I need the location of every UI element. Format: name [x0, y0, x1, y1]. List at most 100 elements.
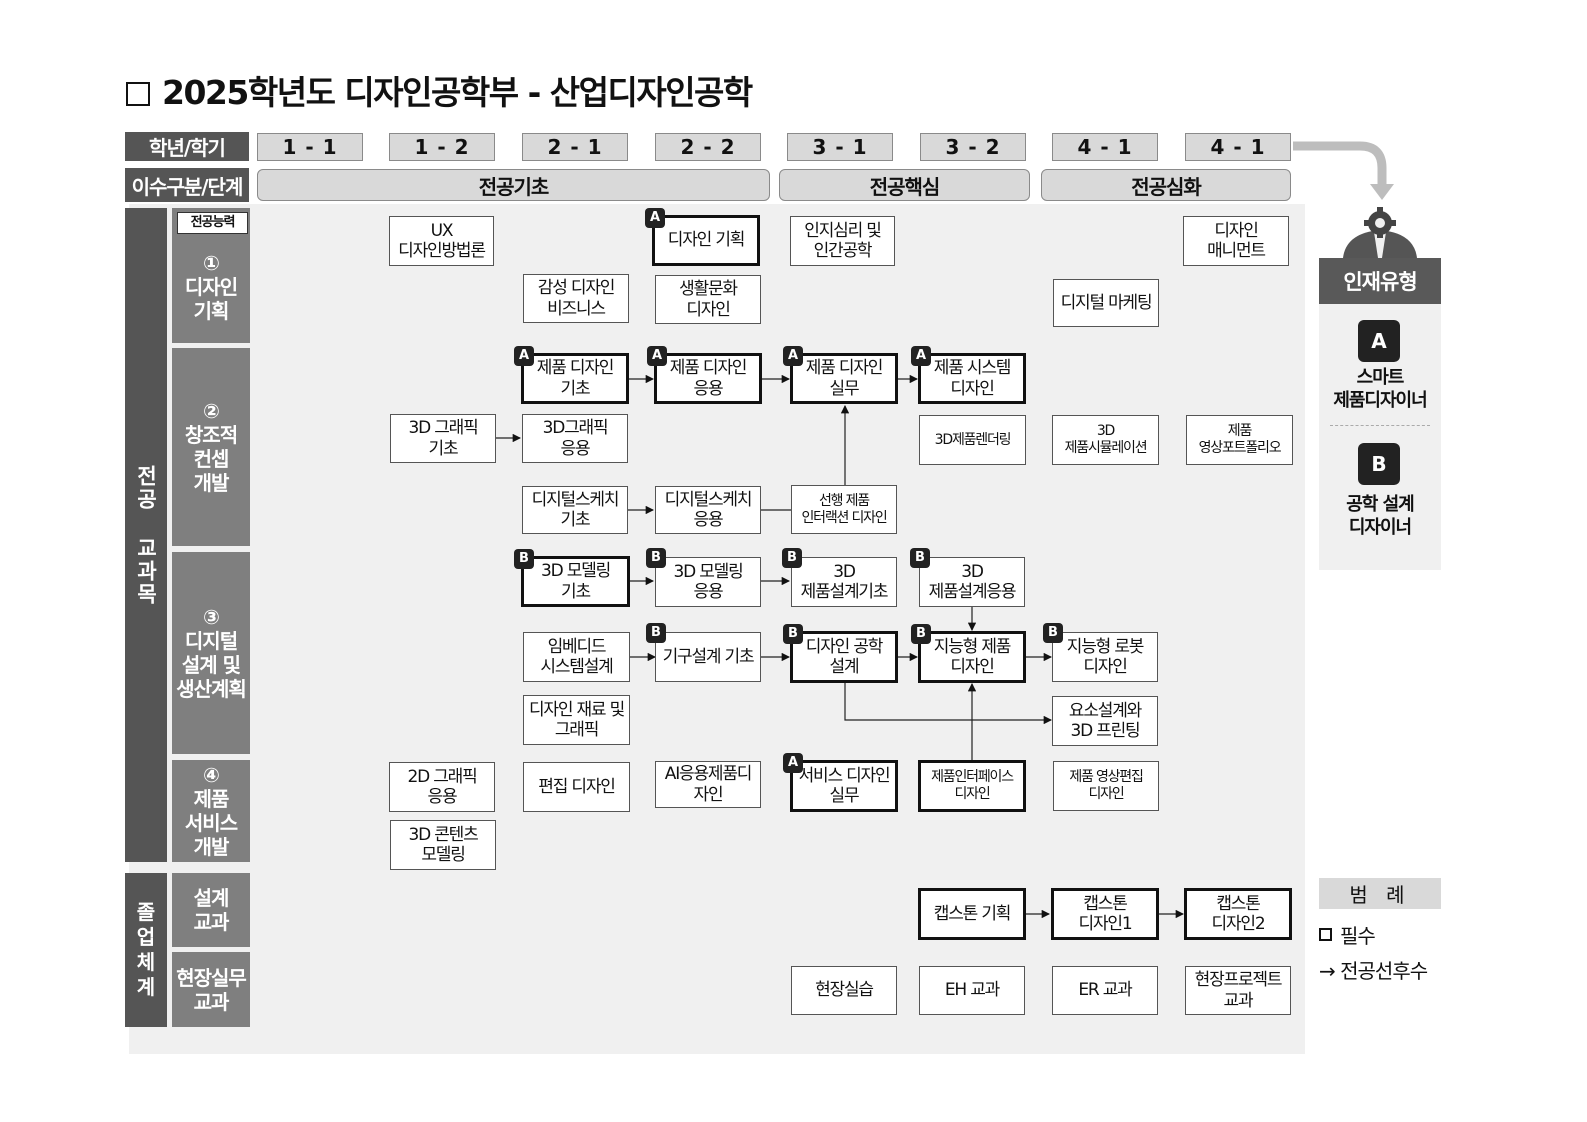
course-digital-sketch-app: 디지털스케치 응용	[655, 486, 761, 534]
legend-prerequisite: → 전공선후수	[1319, 955, 1428, 984]
course-name: 디자인 매니먼트	[1207, 220, 1266, 261]
category-digital-design: ③ 디지털 설계 및 생산계획	[172, 552, 250, 754]
course-name: 임베디드 시스템설계	[540, 636, 613, 677]
course-name: 디지털스케치 응용	[664, 489, 753, 530]
group-graduation-label: 졸업 체계	[136, 900, 156, 999]
category-line: 컨셉	[193, 447, 230, 471]
course-video-editing: 제품 영상편집 디자인	[1053, 761, 1159, 811]
talent-badge: A	[783, 346, 803, 366]
semester-2-1: 2 - 1	[522, 133, 628, 161]
course-name: 제품 영상포트폴리오	[1198, 423, 1282, 456]
category-line: 서비스	[184, 811, 238, 835]
course-eh: EH 교과	[919, 966, 1025, 1015]
group-major-label: 전공 교과목	[134, 464, 158, 606]
category-number: ③	[203, 605, 220, 629]
semester-4-1: 4 - 1	[1052, 133, 1158, 161]
course-digital-marketing: 디지털 마케팅	[1053, 279, 1159, 327]
connector-arrow	[844, 682, 1053, 725]
course-name: 3D 제품설계기초	[800, 561, 889, 602]
course-name: 지능형 로봇 디자인	[1066, 636, 1145, 677]
course-name: 감성 디자인 비즈니스	[537, 278, 616, 319]
category-number: ④	[203, 763, 220, 787]
talent-divider	[1330, 425, 1430, 426]
course-name: 생활문화 디자인	[679, 279, 738, 320]
course-name: 편집 디자인	[538, 776, 616, 797]
course-design-management: 디자인 매니먼트	[1183, 216, 1289, 266]
talent-badge: B	[1043, 623, 1063, 643]
course-name: 캡스톤 기획	[933, 903, 1012, 924]
course-name: 제품 시스템 디자인	[933, 358, 1012, 399]
course-name: 요소설계와 3D 프린팅	[1068, 700, 1142, 741]
category-creative-concept: ② 창조적 컨셉 개발	[172, 348, 250, 546]
talent-badge: A	[783, 753, 803, 773]
course-name: 3D 모델링 응용	[673, 561, 743, 602]
year-semester-label: 학년/학기	[125, 132, 249, 161]
talent-header: 인재유형	[1319, 258, 1441, 304]
course-3d-simulation: 3D 제품시뮬레이션	[1052, 415, 1159, 465]
course-interaction-design: 선행 제품 인터랙션 디자인	[791, 485, 897, 534]
course-name: 현장실습	[815, 980, 874, 1001]
category-line: 현장실무	[176, 965, 247, 990]
course-cognitive-ergonomics: 인지심리 및 인간공학	[790, 216, 895, 266]
course-name: 디자인 기획	[667, 230, 746, 251]
course-name: 3D 콘텐츠 모델링	[408, 824, 478, 865]
course-capstone-design-1: 캡스톤 디자인1	[1051, 888, 1159, 940]
course-name: 인지심리 및 인간공학	[804, 220, 882, 261]
course-design-materials: 디자인 재료 및 그래픽	[523, 695, 630, 745]
course-name: 기구설계 기초	[662, 646, 755, 667]
course-name: 3D제품렌더링	[934, 431, 1012, 448]
semester-4-1-b: 4 - 1	[1185, 133, 1291, 161]
category-line: 제품	[193, 787, 230, 811]
course-capstone-planning: 캡스톤 기획	[918, 888, 1026, 940]
course-product-interface: 제품인터페이스 디자인	[918, 760, 1026, 812]
course-name: AI응용제품디 자인	[664, 764, 753, 805]
talent-b-badge: B	[1358, 443, 1400, 485]
course-name: 제품인터페이스 디자인	[931, 769, 1014, 802]
talent-badge: A	[647, 346, 667, 366]
course-field-project: 현장프로젝트 교과	[1185, 966, 1291, 1015]
talent-a-name: 스마트 제품디자이너	[1333, 367, 1427, 411]
talent-badge: B	[646, 623, 666, 643]
course-video-portfolio: 제품 영상포트폴리오	[1186, 415, 1293, 465]
course-3d-graphic-basic: 3D 그래픽 기초	[390, 414, 496, 463]
category-line: 생산계획	[176, 677, 247, 701]
course-3d-graphic-app: 3D그래픽 응용	[522, 414, 628, 463]
flow-arrow-to-talent	[1293, 141, 1387, 186]
semester-3-2: 3 - 2	[920, 133, 1026, 161]
course-name: 3D 제품설계응용	[928, 561, 1017, 602]
capability-label: 전공능력	[177, 212, 248, 234]
category-line: 개발	[193, 471, 230, 495]
course-name: 3D그래픽 응용	[542, 418, 609, 459]
course-name: 선행 제품 인터랙션 디자인	[801, 492, 887, 526]
talent-badge: A	[514, 346, 534, 366]
course-ai-product-design: AI응용제품디 자인	[655, 761, 761, 808]
talent-badge: B	[514, 549, 534, 569]
course-capstone-design-2: 캡스톤 디자인2	[1184, 888, 1292, 940]
legend-prereq-label: → 전공선후수	[1319, 959, 1428, 983]
course-emotional-design: 감성 디자인 비즈니스	[523, 274, 629, 323]
course-name: EH 교과	[944, 980, 1000, 1001]
talent-b-name: 공학 설계 디자이너	[1346, 494, 1415, 538]
talent-a-badge: A	[1358, 320, 1400, 362]
course-stage-label: 이수구분/단계	[125, 168, 249, 202]
course-ux-method: UX 디자인방법론	[389, 216, 494, 266]
category-line: 설계	[193, 886, 230, 910]
talent-badge: B	[646, 548, 666, 568]
category-number: ②	[203, 399, 220, 423]
category-line: 디지털	[184, 629, 238, 653]
semester-1-1: 1 - 1	[257, 133, 363, 161]
course-name: 디자인 공학 설계	[805, 636, 884, 677]
course-name: 캡스톤 디자인1	[1078, 893, 1133, 934]
category-line: 개발	[193, 835, 230, 859]
course-er: ER 교과	[1052, 966, 1158, 1015]
course-3d-rendering: 3D제품렌더링	[919, 415, 1026, 465]
page-title-text: 2025학년도 디자인공학부 - 산업디자인공학	[162, 73, 753, 112]
talent-person-icon	[1343, 207, 1417, 258]
course-2d-graphic: 2D 그래픽 응용	[389, 762, 495, 812]
